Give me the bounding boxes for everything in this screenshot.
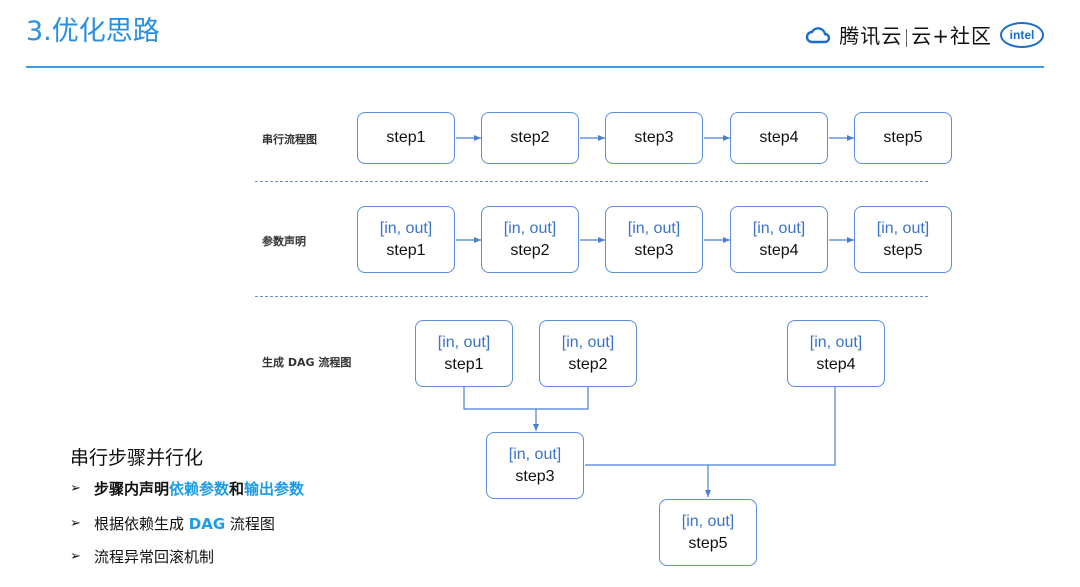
serial-step5-box: step5 [854, 112, 952, 164]
step-label: step5 [688, 534, 728, 552]
step-label: step5 [883, 129, 923, 146]
step-label: step2 [510, 129, 550, 146]
dag-step3-box: [in, out] step3 [486, 432, 584, 499]
dag-step5-box: [in, out] step5 [659, 499, 757, 566]
step-label: step3 [634, 129, 674, 146]
step-label: step2 [510, 241, 550, 259]
bullet-text: 流程异常回滚机制 [94, 548, 215, 566]
params-step4-box: [in, out] step4 [730, 206, 828, 273]
inout-label: [in, out] [809, 333, 863, 351]
serial-step2-box: step2 [481, 112, 579, 164]
dashed-divider-2 [255, 296, 928, 297]
summary-bullet-3: ➢ 流程异常回滚机制 [70, 546, 214, 567]
inout-label: [in, out] [503, 219, 557, 237]
serial-step3-box: step3 [605, 112, 703, 164]
step-label: step2 [568, 355, 608, 373]
brand-separator [906, 28, 908, 47]
params-step5-box: [in, out] step5 [854, 206, 952, 273]
summary-bullet-1: ➢ 步骤内声明依赖参数和输出参数 [70, 478, 304, 499]
bullet-text: 根据依赖生成 DAG 流程图 [94, 513, 275, 534]
params-step2-box: [in, out] step2 [481, 206, 579, 273]
bullet-arrow-icon: ➢ [70, 516, 81, 531]
bullet-text: 步骤内声明依赖参数和输出参数 [94, 478, 304, 499]
bullet2-post: 流程图 [225, 515, 275, 533]
step-label: step1 [386, 241, 426, 259]
row-label-serial: 串行流程图 [262, 133, 317, 146]
inout-label: [in, out] [437, 333, 491, 351]
inout-label: [in, out] [681, 512, 735, 530]
dashed-divider-1 [255, 181, 928, 182]
bullet1-highlight-2: 输出参数 [244, 480, 305, 498]
brand-logos: 腾讯云云+社区 intel [805, 20, 1044, 49]
bullet2-pre: 根据依赖生成 [94, 515, 189, 533]
header-divider [26, 66, 1044, 68]
bullet-arrow-icon: ➢ [70, 549, 81, 564]
step-label: step3 [515, 467, 555, 485]
step-label: step4 [759, 241, 799, 259]
intel-logo-text: intel [1009, 27, 1035, 42]
dag-step2-box: [in, out] step2 [539, 320, 637, 387]
bullet1-mid: 和 [229, 480, 245, 498]
row-label-params: 参数声明 [262, 235, 306, 248]
row-label-dag: 生成 DAG 流程图 [262, 356, 352, 369]
bullet1-pre: 步骤内声明 [94, 480, 170, 498]
brand-name-part1: 腾讯云 [839, 24, 903, 48]
inout-label: [in, out] [627, 219, 681, 237]
intel-logo: intel [1000, 21, 1044, 48]
step-label: step4 [759, 129, 799, 146]
inout-label: [in, out] [379, 219, 433, 237]
inout-label: [in, out] [752, 219, 806, 237]
step-label: step5 [883, 241, 923, 259]
bullet-arrow-icon: ➢ [70, 481, 81, 496]
summary-title: 串行步骤并行化 [70, 447, 204, 469]
step-label: step4 [816, 355, 856, 373]
step-label: step1 [444, 355, 484, 373]
step-label: step3 [634, 241, 674, 259]
dag-step4-box: [in, out] step4 [787, 320, 885, 387]
bullet2-highlight: DAG [188, 515, 226, 533]
page-title: 3.优化思路 [26, 16, 160, 47]
serial-step4-box: step4 [730, 112, 828, 164]
dag-step1-box: [in, out] step1 [415, 320, 513, 387]
tencent-cloud-icon [806, 26, 831, 43]
brand-name: 腾讯云云+社区 [839, 20, 992, 49]
params-step1-box: [in, out] step1 [357, 206, 455, 273]
dag-link-1-2-to-3 [463, 387, 589, 410]
inout-label: [in, out] [561, 333, 615, 351]
step-label: step1 [386, 129, 426, 146]
inout-label: [in, out] [508, 445, 562, 463]
bullet1-highlight-1: 依赖参数 [169, 480, 230, 498]
summary-bullet-2: ➢ 根据依赖生成 DAG 流程图 [70, 513, 275, 534]
brand-name-part2: 云+社区 [911, 24, 992, 48]
inout-label: [in, out] [876, 219, 930, 237]
serial-step1-box: step1 [357, 112, 455, 164]
dag-link-4-3-to-5 [585, 387, 836, 466]
params-step3-box: [in, out] step3 [605, 206, 703, 273]
